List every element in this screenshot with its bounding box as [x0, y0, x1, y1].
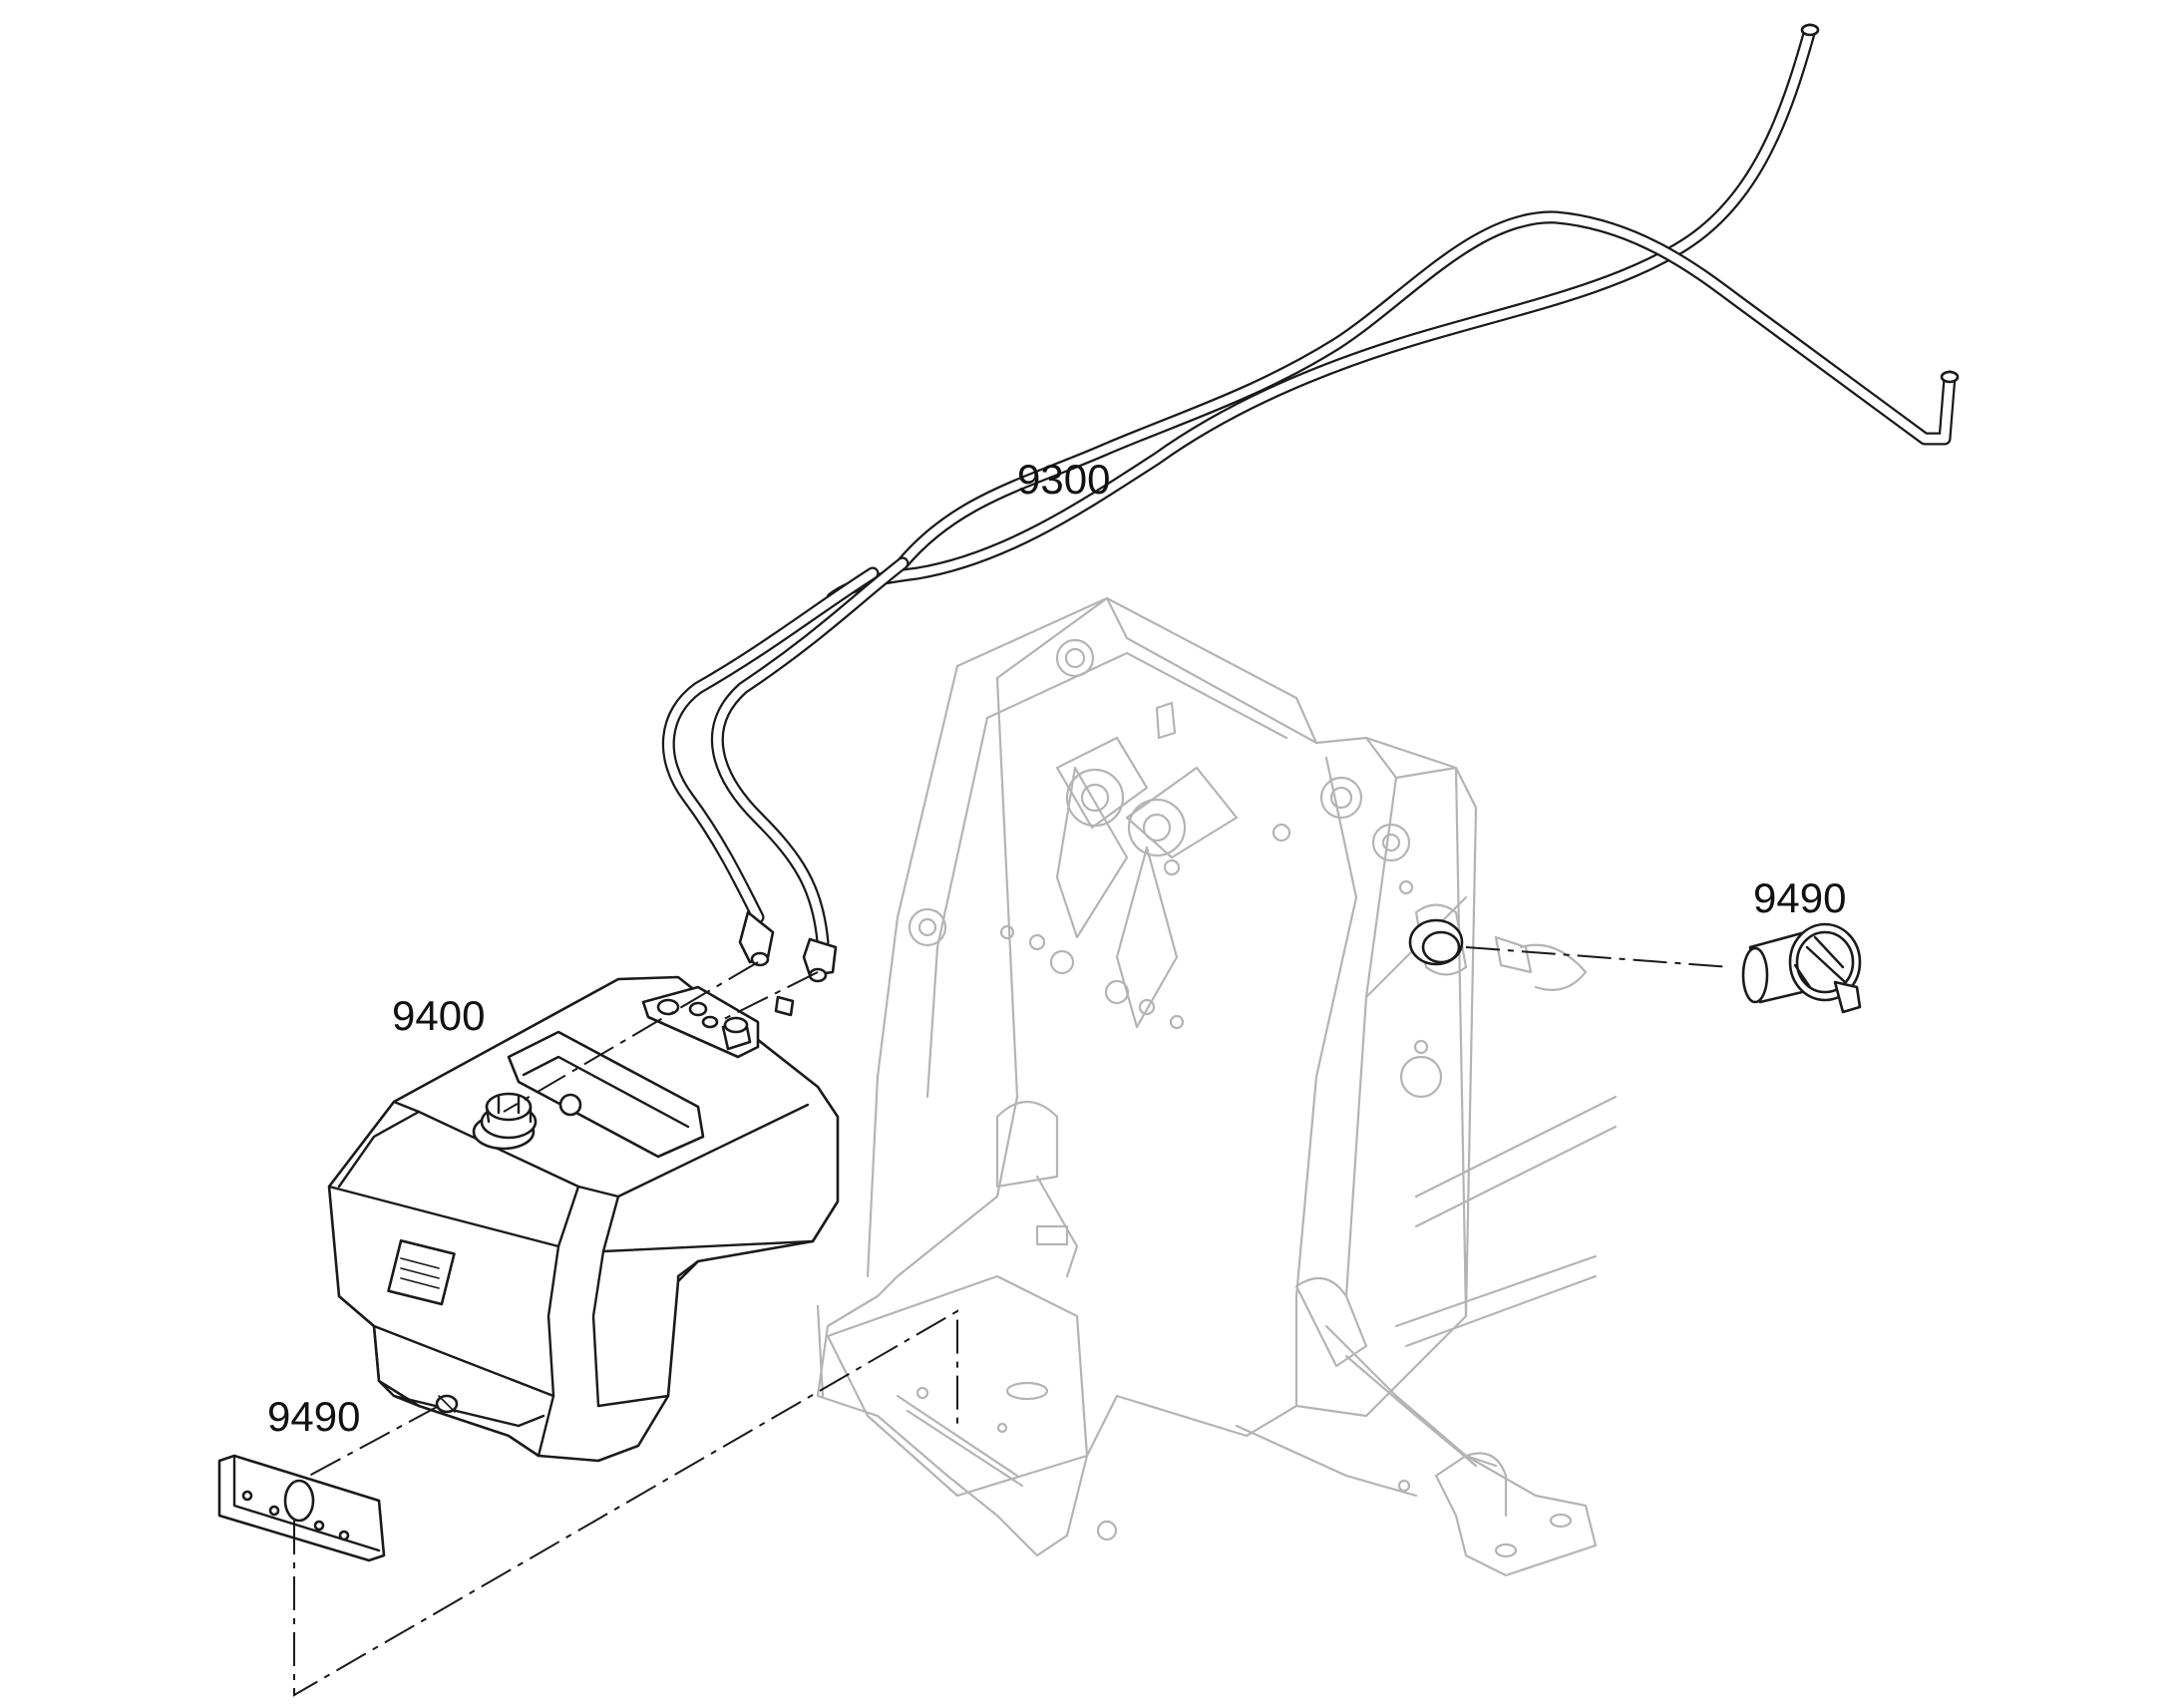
hose-assembly — [661, 23, 1960, 1017]
callout-9400: 9400 — [392, 992, 485, 1039]
bracket — [217, 1454, 386, 1562]
machine-frame — [816, 596, 1618, 1577]
tank — [327, 975, 840, 1463]
callout-9490-filler: 9490 — [1753, 874, 1846, 921]
callouts: 9300 9400 9490 9490 — [267, 456, 1846, 1440]
filler-unit — [1408, 918, 1862, 1014]
callout-9300: 9300 — [1017, 456, 1110, 503]
assembly-lines — [293, 946, 1731, 1697]
callout-9490-bracket: 9490 — [267, 1393, 360, 1440]
